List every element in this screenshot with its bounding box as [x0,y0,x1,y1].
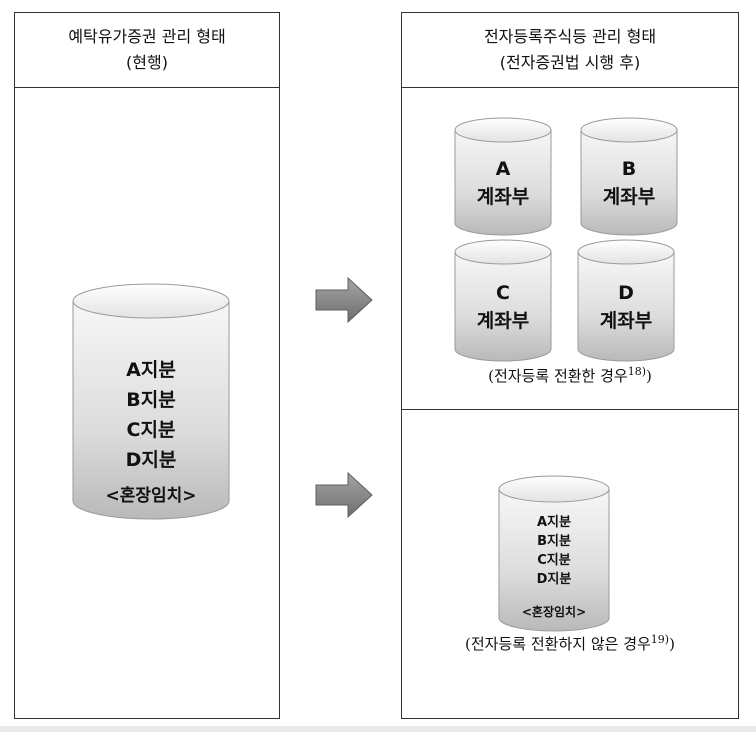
left-title: 예탁유가증권 관리 형태 [68,27,226,46]
right-header: 전자등록주식등 관리 형태 (전자증권법 시행 후) [402,13,738,88]
ledger-label: 계좌부 [602,186,656,208]
share-line-c: C지분 [126,419,176,441]
left-subtitle: (현행) [126,53,168,72]
share-line-c: C지분 [537,553,571,568]
share-line-b: B지분 [126,389,176,411]
share-line-d: D지분 [536,572,572,587]
share-line-d: D지분 [125,449,177,471]
ledger-letter: C [496,282,510,304]
ledger-letter: D [618,282,634,304]
bottom-caption-text: (전자등록 전환하지 않은 경우 [465,635,651,653]
mixed-custody-label: <혼장임치> [521,605,587,619]
top-caption-text: (전자등록 전환한 경우 [488,367,628,385]
share-line-b: B지분 [537,534,571,549]
mixed-custody-label: <혼장임치> [105,486,197,506]
left-panel: 예탁유가증권 관리 형태 (현행) A지분 B지분 C지분 D지분 <혼장임치> [14,12,280,719]
left-header: 예탁유가증권 관리 형태 (현행) [15,13,279,88]
right-title: 전자등록주식등 관리 형태 [483,27,657,46]
share-line-a: A지분 [126,359,176,381]
ledger-cylinder-a: A 계좌부 [454,117,552,237]
right-panel: 전자등록주식등 관리 형태 (전자증권법 시행 후) A 계좌부 B 계좌부 C [401,12,739,719]
ledger-label: 계좌부 [476,186,530,208]
cylinder-shape [72,283,230,520]
cylinder-shape [498,475,610,632]
bottom-caption-close: ) [669,635,675,653]
footnote-18: 18) [627,365,647,378]
top-caption: (전자등록 전환한 경우18)) [402,365,738,386]
unconverted-cylinder: A지분 B지분 C지분 D지분 <혼장임치> [498,475,610,633]
ledger-cylinder-b: B 계좌부 [580,117,678,237]
ledger-letter: A [495,158,511,180]
cylinder-shape [580,117,678,236]
arrow-to-top-icon [315,276,373,324]
arrow-to-bottom-icon [315,471,373,519]
cylinder-shape [577,239,675,362]
footnote-19: 19) [650,633,670,646]
bottom-caption: (전자등록 전환하지 않은 경우19)) [402,633,738,654]
share-line-a: A지분 [537,515,571,530]
ledger-cylinder-c: C 계좌부 [454,239,552,363]
cylinder-shape [454,117,552,236]
ledger-label: 계좌부 [476,310,530,332]
section-divider [402,409,738,410]
mixed-custody-cylinder: A지분 B지분 C지분 D지분 <혼장임치> [71,283,231,521]
ledger-label: 계좌부 [599,310,653,332]
cylinder-shape [454,239,552,362]
bottom-shadow-bar [0,726,756,732]
top-caption-close: ) [646,367,652,385]
right-subtitle: (전자증권법 시행 후) [499,53,641,72]
ledger-letter: B [621,158,637,180]
ledger-cylinder-d: D 계좌부 [577,239,675,363]
